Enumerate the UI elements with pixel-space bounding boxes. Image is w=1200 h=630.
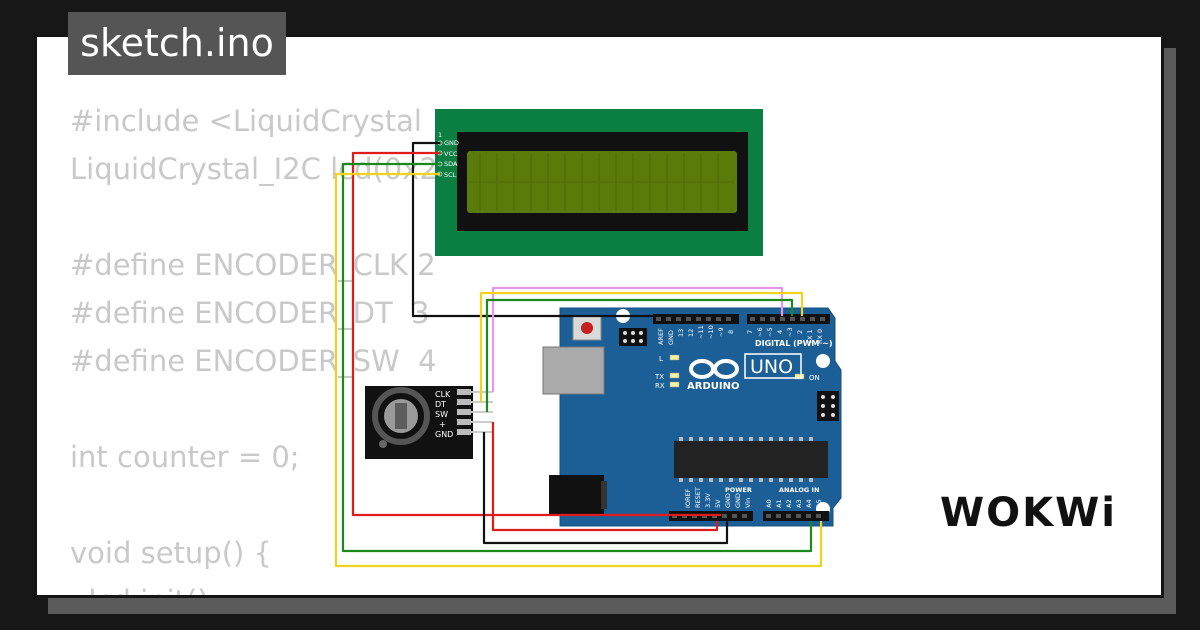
pin-label: A5	[815, 499, 823, 508]
wire-lcd-sda[interactable]	[341, 162, 813, 553]
pin-label: GND	[734, 493, 742, 508]
pin-label: A2	[785, 499, 793, 508]
code-line: #define ENCODER_SW 4	[70, 344, 437, 378]
led-label: RX	[655, 382, 665, 390]
wire-encoder-dt[interactable]	[479, 291, 804, 402]
pin-label: TX 1	[806, 329, 814, 345]
pin-label: RX 0	[816, 329, 824, 344]
file-tab[interactable]: sketch.ino	[68, 12, 286, 75]
pin-label: A0	[765, 499, 773, 508]
pin-label: GND	[724, 493, 732, 508]
led-label: ON	[809, 374, 820, 382]
code-line: void setup() {	[70, 536, 272, 570]
code-line: int counter = 0;	[70, 440, 300, 474]
led-label: TX	[654, 373, 664, 381]
wire-encoder-gnd[interactable]	[482, 432, 729, 545]
pin-label: ~10	[707, 325, 715, 339]
pin-label: ~5	[766, 327, 774, 337]
code-line: #define ENCODER_CLK 2	[70, 248, 436, 282]
pin-label: IOREF	[684, 488, 692, 508]
led-label: L	[659, 355, 663, 363]
code-line: LiquidCrystal_I2C lcd(0x2	[70, 152, 438, 186]
lcd-pin-label: 1	[438, 131, 442, 139]
circuit-diagram: 1 GND VCC SDA SCL CLK DT SW + GND	[334, 109, 842, 568]
lcd-pin-label: GND	[444, 139, 459, 147]
arduino-uno-board[interactable]: AREF GND 13 12 ~11 ~10 ~9 8 7 ~6 ~5 4 ~3…	[542, 307, 842, 527]
pin-label: ~11	[697, 325, 705, 339]
wire-encoder-clk[interactable]	[491, 286, 784, 392]
pin-label: 4	[776, 330, 784, 334]
pin-label: 7	[746, 330, 754, 334]
pin-label: 2	[796, 330, 804, 334]
wire-lcd-vcc[interactable]	[351, 151, 721, 517]
arduino-brand: ARDUINO	[687, 381, 739, 392]
pin-label: 3.3V	[704, 493, 712, 508]
pin-label: 8	[727, 330, 735, 334]
encoder-pin-label: +	[439, 420, 446, 429]
pin-label: Vin	[744, 498, 752, 508]
pin-label: 5V	[714, 499, 722, 508]
code-line: #include <LiquidCrystal	[70, 104, 422, 138]
encoder-pin-label: GND	[435, 430, 453, 439]
lcd-pin-label: SCL	[444, 171, 457, 179]
encoder-pin-label: CLK	[435, 390, 451, 399]
code-line: #define ENCODER_DT 3	[70, 296, 430, 330]
pin-label: ~9	[717, 327, 725, 337]
wokwi-logo: WOKWi	[940, 490, 1117, 536]
pin-label: GND	[667, 330, 675, 345]
pin-label: RESET	[694, 487, 702, 508]
wire-encoder-sw[interactable]	[485, 298, 794, 412]
lcd-display[interactable]: 1 GND VCC SDA SCL	[435, 109, 763, 256]
preview-card: #include <LiquidCrystal LiquidCrystal_I2…	[34, 34, 1164, 598]
power-label: POWER	[725, 486, 752, 494]
pin-label: 13	[677, 329, 685, 337]
pin-label: A4	[805, 499, 813, 508]
wire-encoder-vcc[interactable]	[491, 422, 719, 532]
code-editor: #include <LiquidCrystal LiquidCrystal_I2…	[70, 97, 438, 595]
wire-lcd-scl[interactable]	[334, 172, 823, 568]
pin-label: AREF	[657, 328, 665, 345]
analog-label: ANALOG IN	[779, 486, 819, 494]
rotary-encoder[interactable]: CLK DT SW + GND	[365, 386, 493, 459]
pin-label: ~3	[786, 327, 794, 337]
pin-label: A3	[795, 499, 803, 508]
arduino-model: UNO	[750, 356, 793, 378]
wire-lcd-gnd[interactable]	[411, 141, 659, 318]
pin-label: 12	[687, 329, 695, 337]
lcd-pin-label: SDA	[444, 160, 458, 168]
code-line: lcd.init();	[70, 584, 218, 595]
encoder-pin-label: SW	[435, 410, 448, 419]
lcd-pin-label: VCC	[444, 150, 458, 158]
encoder-pin-label: DT	[435, 400, 446, 409]
pin-label: A1	[775, 499, 783, 508]
pin-label: ~6	[756, 327, 764, 337]
digital-label: DIGITAL (PWM ~)	[755, 339, 833, 348]
